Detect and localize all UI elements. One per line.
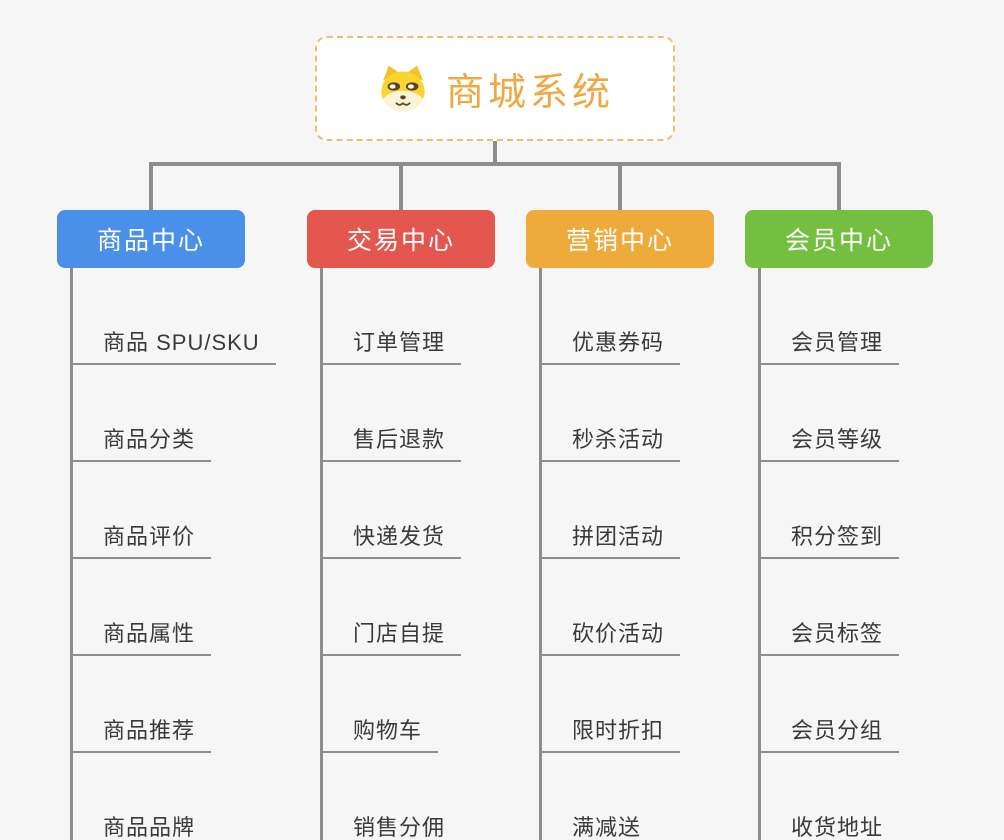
branch-header-trade[interactable]: 交易中心 bbox=[307, 210, 495, 268]
branch-trade: 交易中心 订单管理售后退款快递发货门店自提购物车销售分佣 bbox=[307, 210, 495, 840]
child-topic-member-4[interactable]: 会员分组 bbox=[761, 656, 900, 753]
branch-header-member[interactable]: 会员中心 bbox=[745, 210, 933, 268]
child-topic-product-4[interactable]: 商品推荐 bbox=[73, 656, 212, 753]
branch-member: 会员中心 会员管理会员等级积分签到会员标签会员分组收货地址 bbox=[745, 210, 933, 840]
drop-line-marketing bbox=[618, 162, 622, 210]
child-topic-member-0[interactable]: 会员管理 bbox=[761, 268, 900, 365]
root-node[interactable]: 商城系统 bbox=[315, 36, 675, 141]
child-topic-marketing-2[interactable]: 拼团活动 bbox=[542, 462, 681, 559]
drop-line-product bbox=[149, 162, 153, 210]
dog-face-icon bbox=[381, 65, 425, 111]
child-topic-marketing-0[interactable]: 优惠券码 bbox=[542, 268, 681, 365]
child-topic-marketing-4[interactable]: 限时折扣 bbox=[542, 656, 681, 753]
child-topic-product-3[interactable]: 商品属性 bbox=[73, 559, 212, 656]
branch-horizontal-line bbox=[149, 162, 841, 166]
drop-line-trade bbox=[399, 162, 403, 210]
branch-marketing: 营销中心 优惠券码秒杀活动拼团活动砍价活动限时折扣满减送 bbox=[526, 210, 714, 840]
child-topic-product-1[interactable]: 商品分类 bbox=[73, 365, 212, 462]
child-topic-product-5[interactable]: 商品品牌 bbox=[73, 753, 211, 840]
child-topic-trade-0[interactable]: 订单管理 bbox=[323, 268, 462, 365]
child-topic-trade-2[interactable]: 快递发货 bbox=[323, 462, 462, 559]
child-topic-member-1[interactable]: 会员等级 bbox=[761, 365, 900, 462]
child-topic-trade-1[interactable]: 售后退款 bbox=[323, 365, 462, 462]
child-topic-trade-3[interactable]: 门店自提 bbox=[323, 559, 462, 656]
child-topic-member-3[interactable]: 会员标签 bbox=[761, 559, 900, 656]
branch-children-member: 会员管理会员等级积分签到会员标签会员分组收货地址 bbox=[758, 268, 933, 840]
drop-line-member bbox=[837, 162, 841, 210]
child-topic-product-0[interactable]: 商品 SPU/SKU bbox=[73, 268, 276, 365]
root-title: 商城系统 bbox=[445, 72, 614, 114]
child-topic-trade-5[interactable]: 销售分佣 bbox=[323, 753, 461, 840]
child-topic-member-2[interactable]: 积分签到 bbox=[761, 462, 900, 559]
branch-header-product[interactable]: 商品中心 bbox=[57, 210, 245, 268]
branch-header-marketing[interactable]: 营销中心 bbox=[526, 210, 714, 268]
child-topic-member-5[interactable]: 收货地址 bbox=[761, 753, 899, 840]
child-topic-marketing-5[interactable]: 满减送 bbox=[542, 753, 657, 840]
branch-children-trade: 订单管理售后退款快递发货门店自提购物车销售分佣 bbox=[320, 268, 495, 840]
root-stem-line bbox=[493, 141, 497, 164]
child-topic-trade-4[interactable]: 购物车 bbox=[323, 656, 439, 753]
child-topic-marketing-1[interactable]: 秒杀活动 bbox=[542, 365, 681, 462]
branch-children-marketing: 优惠券码秒杀活动拼团活动砍价活动限时折扣满减送 bbox=[539, 268, 714, 840]
child-topic-marketing-3[interactable]: 砍价活动 bbox=[542, 559, 681, 656]
child-topic-product-2[interactable]: 商品评价 bbox=[73, 462, 212, 559]
